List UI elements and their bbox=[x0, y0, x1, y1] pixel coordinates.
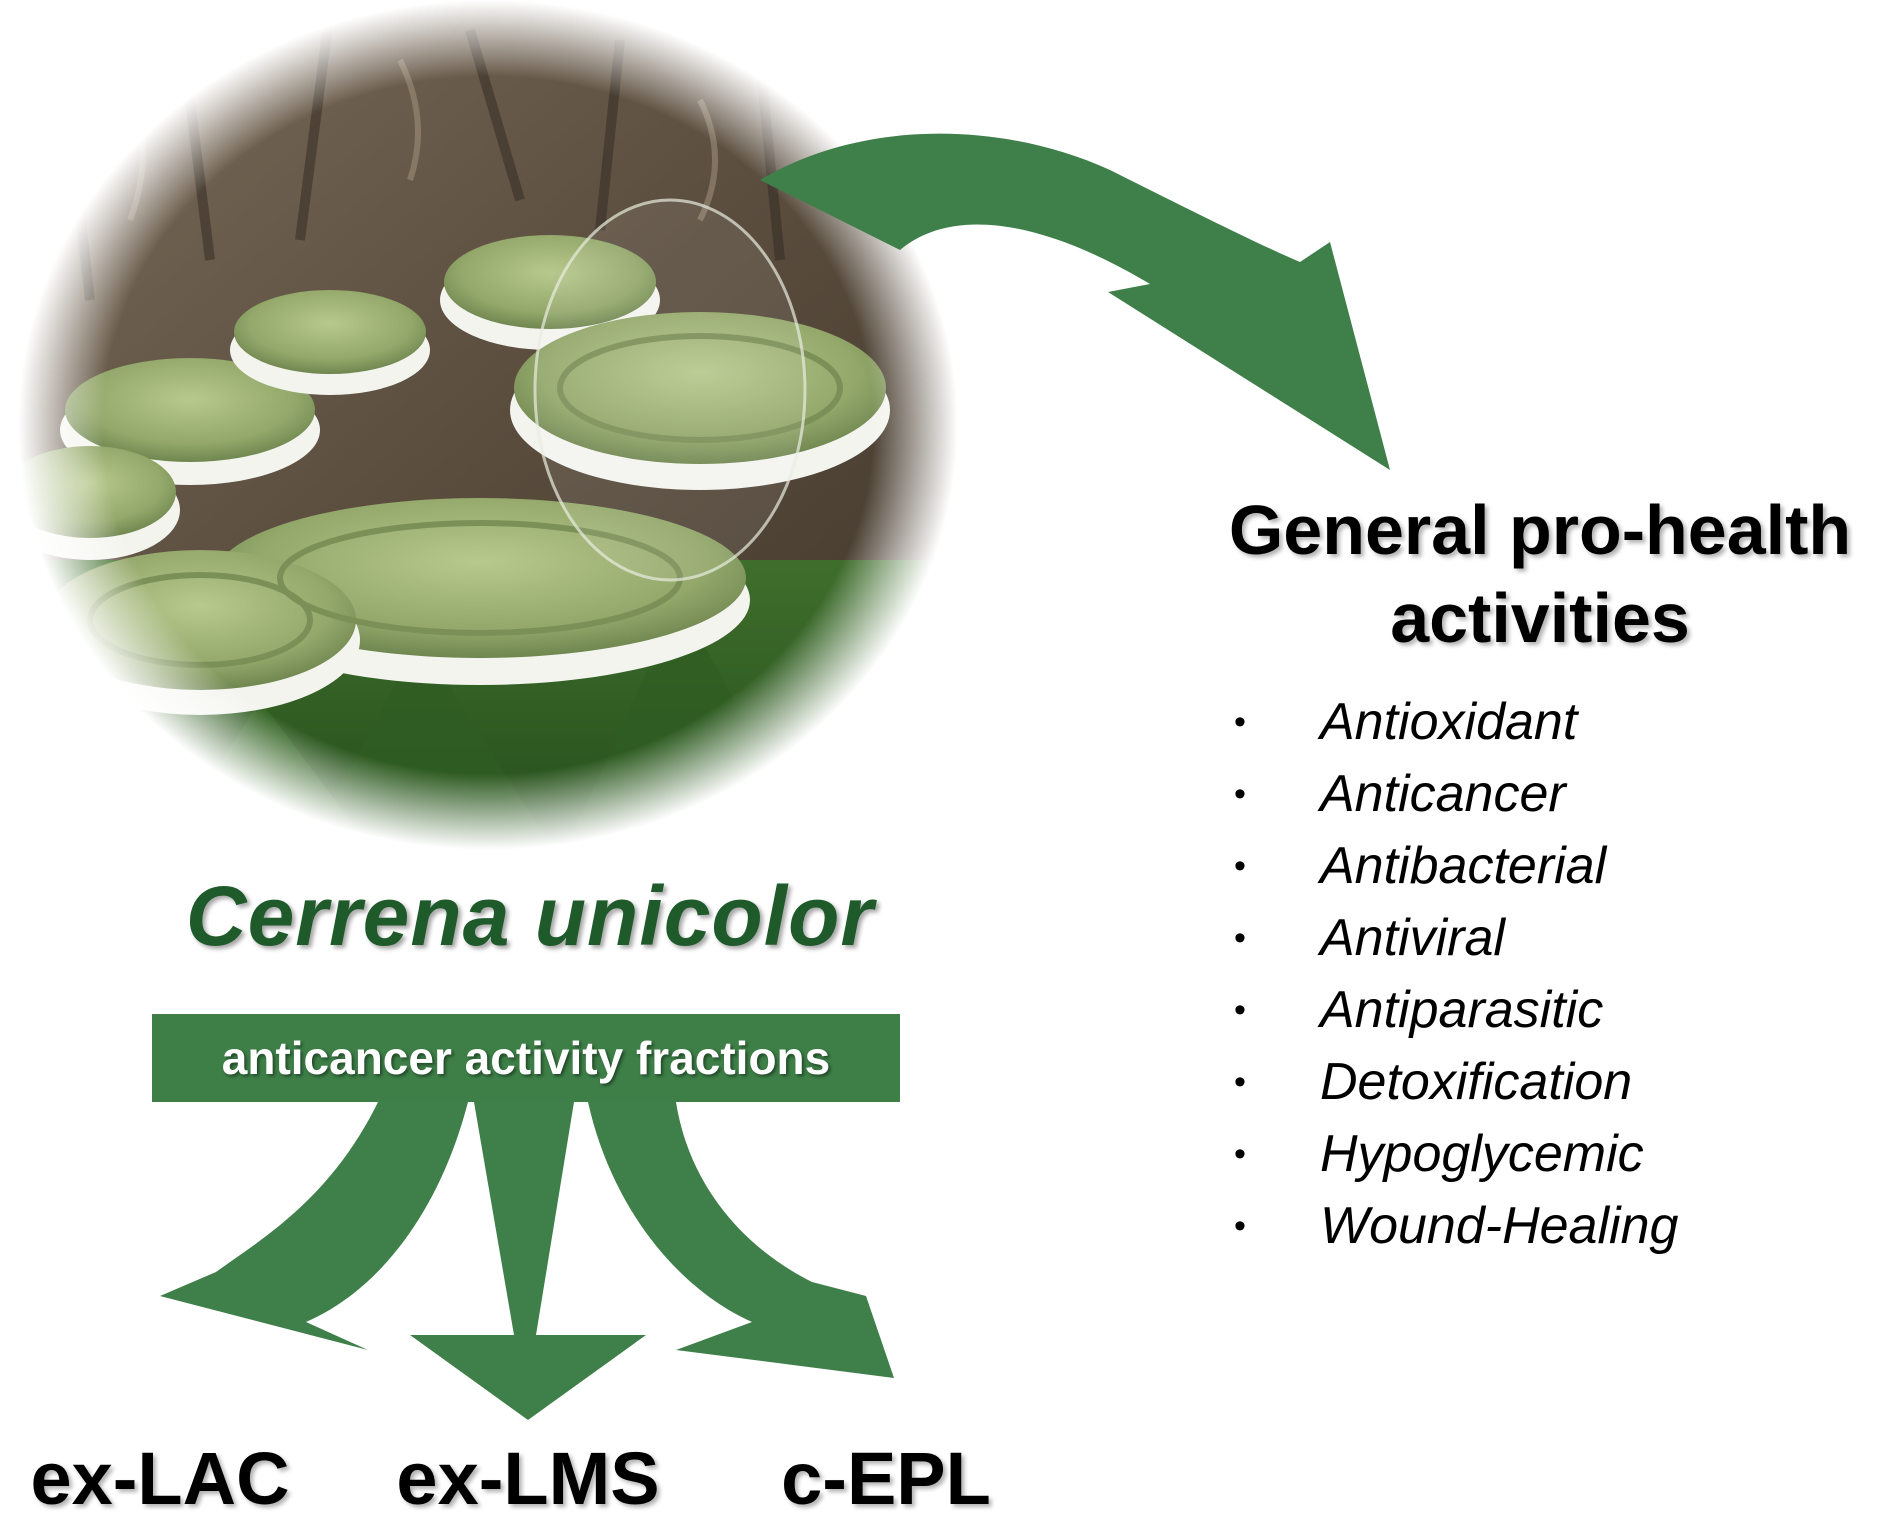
activity-item: • Hypoglycemic bbox=[1230, 1118, 1678, 1190]
bullet-icon: • bbox=[1234, 1206, 1246, 1245]
pro-health-title: General pro-health activities bbox=[1180, 486, 1900, 662]
activity-label: Wound-Healing bbox=[1320, 1197, 1679, 1255]
activities-list: •Antioxidant •Anticancer •Antibacterial … bbox=[1230, 686, 1678, 1262]
activity-label: Antioxidant bbox=[1320, 693, 1578, 751]
curved-arrow bbox=[760, 133, 1390, 470]
activity-item: • Anticancer bbox=[1230, 758, 1678, 830]
activity-label: Antiviral bbox=[1320, 909, 1505, 967]
activity-item: • Antiviral bbox=[1230, 902, 1678, 974]
fractions-banner: anticancer activity fractions bbox=[152, 1014, 900, 1102]
species-name: Cerrena unicolor bbox=[185, 869, 875, 963]
activity-label: Hypoglycemic bbox=[1320, 1125, 1644, 1183]
fraction-ex-lac: ex-LAC bbox=[30, 1437, 290, 1520]
bullet-icon: • bbox=[1234, 1062, 1246, 1101]
activity-label: Detoxification bbox=[1320, 1053, 1633, 1111]
bullet-icon: • bbox=[1234, 702, 1246, 741]
activity-item: • Antiparasitic bbox=[1230, 974, 1678, 1046]
activity-item: • Detoxification bbox=[1230, 1046, 1678, 1118]
activity-label: Antibacterial bbox=[1320, 837, 1607, 895]
branch-arrows bbox=[160, 1102, 894, 1420]
activity-item: • Antibacterial bbox=[1230, 830, 1678, 902]
fraction-ex-lms: ex-LMS bbox=[396, 1437, 660, 1520]
activity-item: • Antioxidant bbox=[1230, 686, 1678, 758]
bullet-icon: • bbox=[1234, 918, 1246, 957]
bullet-icon: • bbox=[1234, 990, 1246, 1029]
activity-label: Anticancer bbox=[1320, 765, 1566, 823]
activity-item: • Wound-Healing bbox=[1230, 1190, 1678, 1262]
bullet-icon: • bbox=[1234, 846, 1246, 885]
mushroom-photo bbox=[0, 0, 980, 860]
bullet-icon: • bbox=[1234, 1134, 1246, 1173]
fractions-label: anticancer activity fractions bbox=[221, 1032, 831, 1084]
pro-health-title-line2: activities bbox=[1390, 579, 1690, 657]
fraction-c-epl: c-EPL bbox=[781, 1437, 991, 1520]
bullet-icon: • bbox=[1234, 774, 1246, 813]
pro-health-title-line1: General pro-health bbox=[1228, 491, 1852, 569]
activity-label: Antiparasitic bbox=[1320, 981, 1604, 1039]
